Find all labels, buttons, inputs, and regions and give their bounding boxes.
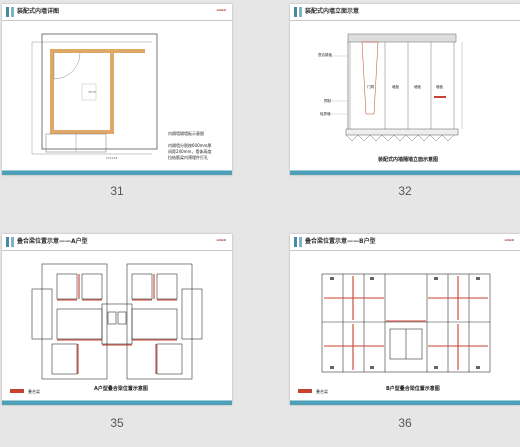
note-text: 拉结筋梁内预埋件打孔 <box>168 155 208 160</box>
header-divider <box>2 20 232 21</box>
note-text: 间距240mm，墙体高度 <box>168 149 212 154</box>
header-accent-bar <box>299 7 302 17</box>
legend-swatch <box>298 389 312 393</box>
wall-elevation-drawing <box>330 33 463 142</box>
page-number: 31 <box>110 184 124 198</box>
slide-header: 叠合梁位置示意——B户型 LOGO <box>290 234 520 250</box>
legend-swatch <box>10 389 24 393</box>
elevation-label: 墙板 <box>392 85 399 89</box>
slide-header: 装配式内墙详图 LOGO <box>2 4 232 20</box>
slide-title: 叠合梁位置示意——B户型 <box>305 238 376 245</box>
footer-bar <box>2 401 232 405</box>
drawing-caption: A户型叠合梁位置示意图 <box>94 386 148 392</box>
footer-line <box>2 170 232 171</box>
slide-thumbnail-35[interactable]: 叠合梁位置示意——A户型 LOGO <box>2 234 232 405</box>
slide-thumbnail-31[interactable]: 装配式内墙详图 LOGO 3570 TC1218 内隔墙隔墙板示意图 内隔墙分割… <box>2 4 232 175</box>
header-accent-bar <box>299 237 302 247</box>
page-number: 35 <box>110 416 124 430</box>
header-accent-bar <box>294 7 297 17</box>
footer-bar <box>290 171 520 175</box>
floor-plan-a <box>31 263 203 380</box>
page-number: 32 <box>398 184 412 198</box>
footer-bar <box>2 171 232 175</box>
slide-thumbnail-36[interactable]: 叠合梁位置示意——B户型 LOGO <box>290 234 520 405</box>
note-text: 内隔墙隔墙板示意图 <box>168 131 204 136</box>
company-logo: LOGO <box>504 238 514 242</box>
elevation-label: 叠合楼板 <box>318 53 332 57</box>
header-divider <box>290 250 520 251</box>
header-accent-bar <box>294 237 297 247</box>
dimension-label: TC1218 <box>106 156 118 160</box>
slide-header: 叠合梁位置示意——A户型 LOGO <box>2 234 232 250</box>
header-divider <box>290 20 520 21</box>
header-accent-bar <box>6 7 9 17</box>
page-number: 36 <box>398 416 412 430</box>
header-accent-bar <box>11 237 14 247</box>
footer-line <box>290 400 520 401</box>
slide-header: 装配式内墙立面示意 <box>290 4 520 20</box>
footer-bar <box>290 401 520 405</box>
legend-label: 叠合梁 <box>28 389 40 394</box>
slide-thumbnail-32[interactable]: 装配式内墙立面示意 叠合楼板 预制 轻质墙 门洞 墙板 墙板 墙板 装配式内墙隔… <box>290 4 520 175</box>
note-text: 内隔墙分割按600mm厚 <box>168 143 212 148</box>
elevation-label: 墙板 <box>436 85 443 89</box>
footer-line <box>2 400 232 401</box>
legend-label: 叠合梁 <box>316 389 328 394</box>
footer-line <box>290 170 520 171</box>
header-accent-bar <box>6 237 9 247</box>
elevation-label: 墙板 <box>414 85 421 89</box>
company-logo: LOGO <box>216 238 226 242</box>
elevation-label: 门洞 <box>367 85 374 89</box>
slide-title: 装配式内墙立面示意 <box>305 8 360 15</box>
drawing-caption: B户型叠合梁位置示意图 <box>386 386 440 392</box>
company-logo: LOGO <box>216 8 226 12</box>
header-accent-bar <box>11 7 14 17</box>
drawing-caption: 装配式内墙隔墙立面示意图 <box>378 157 439 163</box>
elevation-label: 轻质墙 <box>320 112 331 116</box>
wall-detail-plan <box>31 33 158 155</box>
floor-plan-b <box>321 273 491 373</box>
slide-title: 叠合梁位置示意——A户型 <box>17 238 88 245</box>
header-divider <box>2 250 232 251</box>
elevation-label: 预制 <box>324 99 331 103</box>
slide-title: 装配式内墙详图 <box>17 8 60 15</box>
dimension-label: 3570 <box>88 90 96 94</box>
